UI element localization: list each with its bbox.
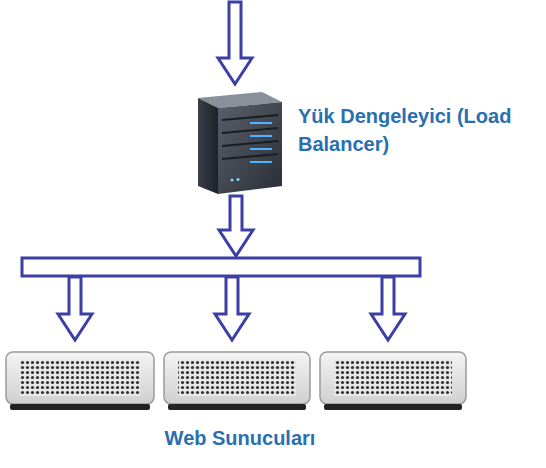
server-tower (198, 92, 282, 194)
web-server-group: Web Sunucuları (0, 256, 546, 462)
web-server-units (6, 352, 466, 410)
group-caption: Web Sunucuları (110, 424, 370, 452)
bus-bar (22, 258, 420, 276)
load-balancer: Yük Dengeleyici (Load Balancer) (188, 90, 284, 194)
branch-arrows (58, 277, 405, 340)
node-label: Yük Dengeleyici (Load Balancer) (298, 102, 538, 158)
incoming-arrow (218, 2, 252, 84)
flow-arrow (219, 196, 253, 256)
